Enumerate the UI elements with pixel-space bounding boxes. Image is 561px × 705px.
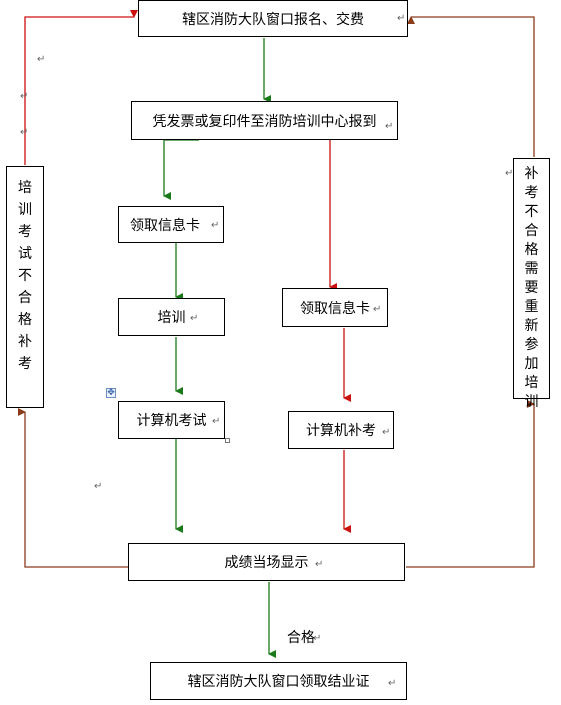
- paragraph-mark-icon: ↵: [373, 304, 382, 315]
- node-report: 凭发票或复印件至消防培训中心报到: [131, 101, 398, 140]
- node-computer-exam: 计算机考试: [118, 401, 225, 439]
- paragraph-mark-icon: ↵: [20, 127, 29, 138]
- paragraph-mark-icon: ↵: [94, 481, 103, 492]
- node-score-display-label: 成绩当场显示: [224, 555, 309, 571]
- paragraph-mark-icon: ↵: [385, 121, 394, 132]
- node-certificate-label: 辖区消防大队窗口领取结业证: [187, 674, 370, 690]
- paragraph-mark-icon: ↵: [382, 427, 391, 438]
- arrow-leftloop-to-signup: [24, 10, 138, 165]
- paragraph-mark-icon: ↵: [190, 313, 199, 324]
- node-info-card-retake-label: 领取信息卡: [300, 300, 370, 317]
- node-training-label: 培训: [157, 310, 186, 326]
- edge-pass-label: 合格: [287, 630, 315, 646]
- paragraph-mark-icon: ↵: [20, 91, 29, 102]
- node-computer-retake: 计算机补考: [288, 411, 394, 449]
- node-right-loop-label: 补考不合格需要重新参加培训: [524, 166, 539, 410]
- node-right-loop: 补考不合格需要重新参加培训: [513, 158, 550, 410]
- paragraph-mark-icon: ↵: [397, 13, 406, 24]
- node-certificate: 辖区消防大队窗口领取结业证: [150, 662, 407, 700]
- paragraph-mark-icon: ↵: [388, 678, 397, 689]
- node-signup-label: 辖区消防大队窗口报名、交费: [182, 11, 364, 28]
- move-handle-icon[interactable]: ✥: [106, 388, 116, 398]
- node-computer-exam-label: 计算机考试: [136, 413, 207, 429]
- arrow-report-to-infocard: [163, 139, 199, 200]
- node-signup: 辖区消防大队窗口报名、交费: [138, 0, 408, 37]
- arrow-score-to-rightloop: [406, 400, 535, 568]
- paragraph-mark-icon: ↵: [211, 220, 220, 231]
- arrow-score-to-leftloop: [18, 408, 145, 568]
- node-training: 培训: [118, 298, 225, 336]
- resize-handle-icon[interactable]: [225, 438, 230, 443]
- paragraph-mark-icon: ↵: [313, 633, 322, 644]
- node-info-card-train-label: 领取信息卡: [130, 217, 200, 234]
- node-info-card-train: 领取信息卡: [118, 206, 224, 243]
- node-left-loop: 培训考试不合格补考: [6, 166, 44, 408]
- node-info-card-retake: 领取信息卡: [282, 288, 388, 327]
- node-computer-retake-label: 计算机补考: [306, 423, 376, 439]
- arrow-rightloop-to-signup: [407, 16, 535, 157]
- paragraph-mark-icon: ↵: [212, 416, 221, 427]
- node-left-loop-label: 培训考试不合格补考: [18, 180, 32, 372]
- paragraph-mark-icon: ↵: [505, 168, 514, 179]
- paragraph-mark-icon: ↵: [315, 559, 324, 570]
- node-score-display: 成绩当场显示: [128, 543, 405, 581]
- paragraph-mark-icon: ↵: [37, 54, 46, 65]
- node-report-label: 凭发票或复印件至消防培训中心报到: [152, 113, 377, 130]
